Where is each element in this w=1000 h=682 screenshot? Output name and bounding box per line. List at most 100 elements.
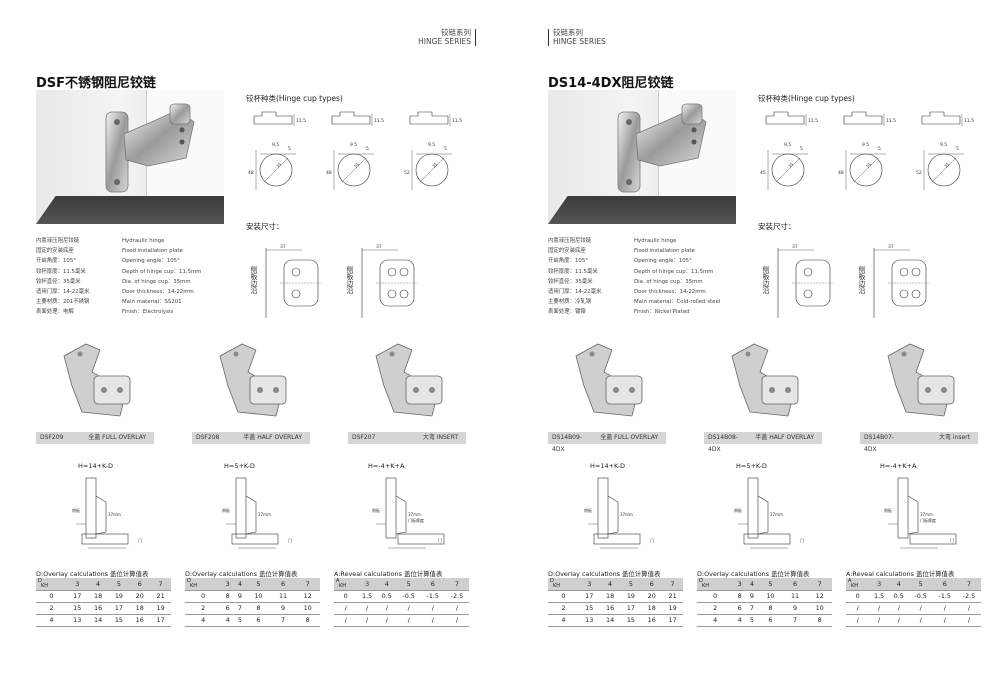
cup-dia-label: 35 (353, 161, 360, 168)
table-cell: 21 (150, 590, 171, 603)
table-cell: 9 (782, 602, 808, 615)
spec-en: Door thickness：14-22mm (634, 289, 706, 296)
cup-depth-label: 11.5 (452, 118, 462, 124)
table-cell: 7 (745, 602, 759, 615)
corner-letter: A (336, 577, 340, 584)
spec-en: Opening angle：105° (634, 258, 692, 265)
row-label: 0 (697, 590, 734, 603)
spec-en: Main material：SS201 (122, 299, 182, 306)
table-cell: 9 (233, 590, 247, 603)
table-header-cell: 3 (578, 578, 600, 591)
cup-b-label: 9.5 (940, 142, 947, 148)
table-cell: 19 (150, 602, 171, 615)
series-header: 铰链系列 HINGE SERIES (404, 28, 476, 47)
table-cell: 8 (295, 614, 320, 627)
table-cell: 4 (221, 614, 234, 627)
spec-en: Finish：Electrolysis (122, 309, 174, 316)
corner-letter: K (339, 582, 343, 589)
table-cell: / (908, 602, 933, 615)
row-label: 2 (36, 602, 67, 615)
model-label: 半盖 HALF OVERLAY (755, 434, 814, 441)
series-cn: 铰链系列 (553, 28, 583, 37)
table-header-cell: 5 (246, 578, 271, 591)
cup-a-label: 5 (288, 146, 291, 152)
table-cell: 6 (758, 614, 783, 627)
door-thickness-label: 门板厚度 (408, 517, 424, 523)
spec-cn: 铰杯直径：35毫米 (36, 278, 81, 285)
table-cell: / (444, 614, 469, 627)
table-cell: / (357, 614, 377, 627)
formula-2: H=5+K-D (736, 462, 767, 470)
spec-en: Finish：Nickel Plated (634, 309, 690, 316)
model-label: 大弯 INSERT (422, 434, 458, 441)
model-label: 全盖 FULL OVERLAY (88, 434, 146, 441)
table-cell: 19 (662, 602, 683, 615)
install-dim-label: 37 (792, 244, 798, 250)
dim-37-label: 37mm (920, 512, 933, 517)
spec-en: Opening angle：105° (122, 258, 180, 265)
row-label: / (334, 602, 358, 615)
side-panel-label: 侧板边沿 (762, 265, 770, 295)
series-cn: 铰链系列 (441, 28, 471, 37)
table-cell: 17 (150, 614, 171, 627)
dim-37-label: 37mm (620, 512, 633, 517)
table-cell: / (956, 614, 981, 627)
row-label: 0 (185, 590, 222, 603)
cup-dia-label: 35 (943, 161, 950, 168)
table-cell: / (420, 614, 445, 627)
table-cell: 19 (620, 590, 642, 603)
cup-b-label: 9.5 (350, 142, 357, 148)
cup-depth-label: 11.5 (296, 118, 306, 124)
table-cell: / (932, 614, 957, 627)
model-code: DS14B08-4DX (708, 434, 738, 453)
table-row: ////// (334, 602, 469, 615)
table-row: ////// (846, 614, 981, 627)
table-header-cell: 4 (376, 578, 397, 591)
cup-offset-label: 45 (760, 170, 766, 176)
table-cell: 17 (662, 614, 683, 627)
cup-a-label: 5 (956, 146, 959, 152)
table-header-cell: 4 (888, 578, 909, 591)
table-cell: / (908, 614, 933, 627)
table-header-cell: 3 (221, 578, 234, 591)
calc-title-1: D:Overlay calculations 盖位计算值表 (36, 570, 149, 578)
cup-depth-label: 11.5 (808, 118, 818, 124)
table-cell: 20 (641, 590, 663, 603)
table-header-cell: 7 (956, 578, 981, 591)
hinge-variant-icon (575, 343, 643, 417)
install-dim-label: 37 (376, 244, 382, 250)
spec-en: Fixed installation plate (122, 248, 183, 255)
table-cell: / (376, 614, 397, 627)
table-cell: 13 (66, 614, 88, 627)
cup-dia-label: 35 (275, 161, 282, 168)
table-cell: 8 (733, 590, 746, 603)
cup-dia-label: 35 (787, 161, 794, 168)
series-en: HINGE SERIES (418, 36, 471, 46)
table-header-cell: 3 (357, 578, 377, 591)
left-page: 铰链系列 HINGE SERIES DSF不锈钢阻尼铰链 铰杯种类(Hinge … (28, 0, 508, 682)
side-panel-mini-label: 侧板 (584, 507, 592, 513)
table-cell: / (357, 602, 377, 615)
table-cell: 14 (87, 614, 109, 627)
